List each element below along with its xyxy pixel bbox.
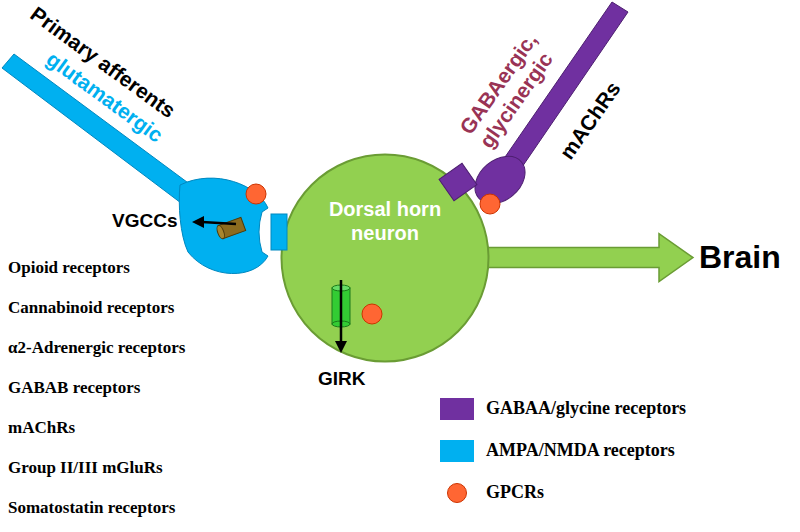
legend-swatch bbox=[447, 483, 467, 503]
inhibitory-terminal bbox=[466, 147, 535, 214]
legend-swatch bbox=[440, 440, 474, 462]
legend-text: GABAA/glycine receptors bbox=[486, 398, 686, 419]
legend-text: GPCRs bbox=[486, 482, 544, 503]
gpcr bbox=[362, 304, 382, 324]
block-arrow bbox=[484, 234, 693, 282]
afferent-terminal bbox=[179, 178, 268, 273]
receptor-list-item: Opioid receptors bbox=[8, 258, 130, 278]
receptor-list-item: Cannabinoid receptors bbox=[8, 298, 174, 318]
vgcc-arrowhead bbox=[192, 216, 204, 228]
ampa-nmda-receptor bbox=[271, 214, 287, 250]
axon-label: GABAergic, glycinergic bbox=[455, 19, 569, 153]
gpcr bbox=[480, 194, 500, 214]
receptor-list-item: α2-Adrenergic receptors bbox=[8, 338, 185, 358]
receptor-list-item: GABAB receptors bbox=[8, 378, 140, 398]
girk-channel bbox=[332, 280, 350, 353]
vgcc-arrow bbox=[202, 222, 236, 224]
node-text: Dorsal horn neuron bbox=[315, 153, 455, 245]
channel-label: GIRK bbox=[318, 368, 366, 390]
circle-outline bbox=[280, 153, 490, 363]
neuron-circle: Dorsal horn neuron bbox=[280, 153, 490, 363]
target-label: Brain bbox=[697, 238, 783, 276]
vgcc-channel bbox=[216, 217, 246, 239]
receptor-list-item: mAChRs bbox=[8, 418, 75, 438]
legend-text: AMPA/NMDA receptors bbox=[486, 440, 675, 461]
gaba-glycine-receptor bbox=[439, 163, 477, 200]
node-text: Brain bbox=[697, 238, 783, 276]
afferent-axon bbox=[2, 54, 195, 206]
legend-swatch bbox=[440, 398, 474, 420]
receptor-list-item: Somatostatin receptors bbox=[8, 498, 175, 518]
circle-shape bbox=[282, 155, 489, 362]
receptor-list-item: Group II/III mGluRs bbox=[8, 458, 163, 478]
channel-label: VGCCs bbox=[112, 210, 177, 232]
gpcr bbox=[246, 184, 266, 204]
